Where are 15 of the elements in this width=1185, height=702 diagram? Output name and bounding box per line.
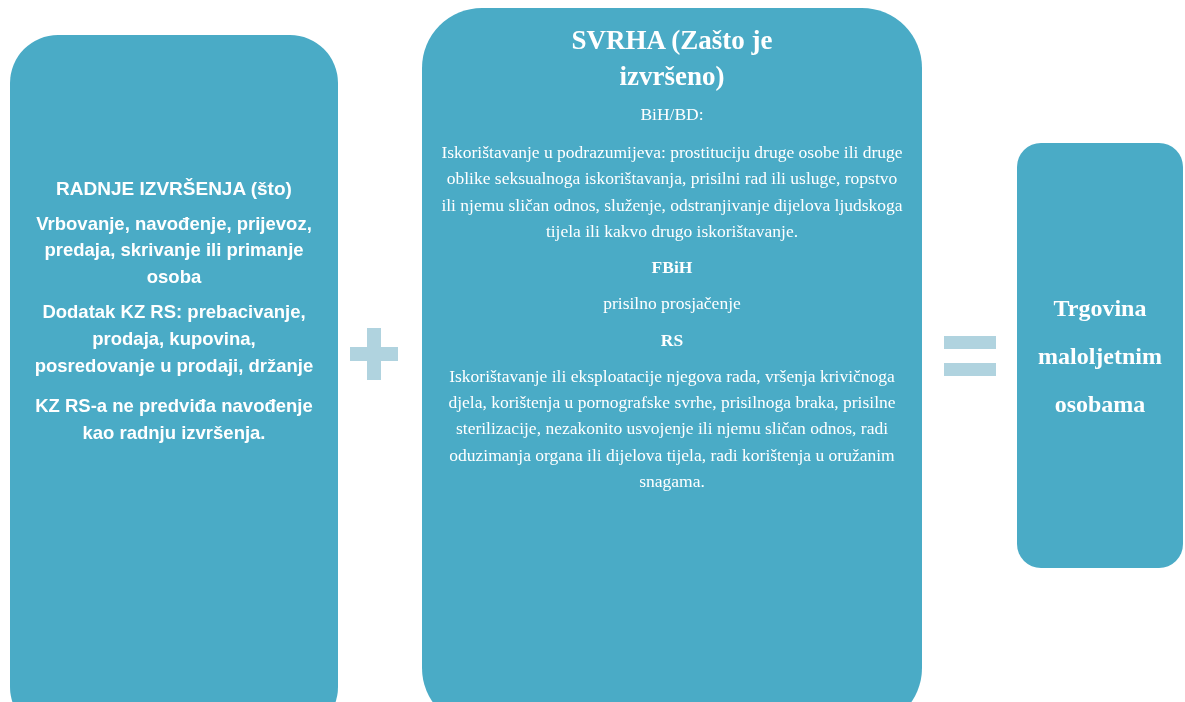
rounded-panel — [422, 8, 922, 702]
heading: Trgovina maloljetnim osobama — [1037, 293, 1163, 419]
heading: SVRHA (Zašto je izvršeno) — [570, 24, 774, 94]
rounded-panel — [1017, 143, 1183, 568]
rounded-panel — [10, 35, 338, 702]
region-label: BiH/BD: — [640, 102, 704, 126]
region-label: FBiH — [651, 256, 693, 280]
body-text: KZ RS-a ne predviđa navođenje kao radnju izvršenja. — [34, 394, 314, 446]
body-text: Vrbovanje, navođenje, prijevoz, predaja, skrivanje ili primanje osoba — [35, 211, 313, 290]
region-label: RS — [660, 328, 684, 352]
body-text: Iskorištavanje u podrazumijeva: prostituciju druge osobe ili druge oblike seksualnoga iskorištavanja, prisilni rad ili usluge, ropstvo ili njemu sličan odnos, služenje, odstranjivanje dijelova ljudskoga tijela ili kakvo drugo iskorištavanje. — [440, 141, 904, 243]
body-text: Iskorištavanje ili eksploatacije njegova rada, vršenja krivičnoga djela, korištenja u pornografske svrhe, prisilnoga braka, prisilne sterilizacije, nezakonito usvojenje ili njemu sličan odnos, radi oduzimanja organa ili dijelova tijela, radi korištenja u oružanim snagama. — [447, 364, 897, 493]
body-text: Dodatak KZ RS: prebacivanje, prodaja, kupovina, posredovanje u prodaji, držanje — [33, 300, 315, 378]
body-text: prisilno prosjačenje — [603, 292, 741, 316]
heading: RADNJE IZVRŠENJA (što) — [56, 177, 292, 201]
